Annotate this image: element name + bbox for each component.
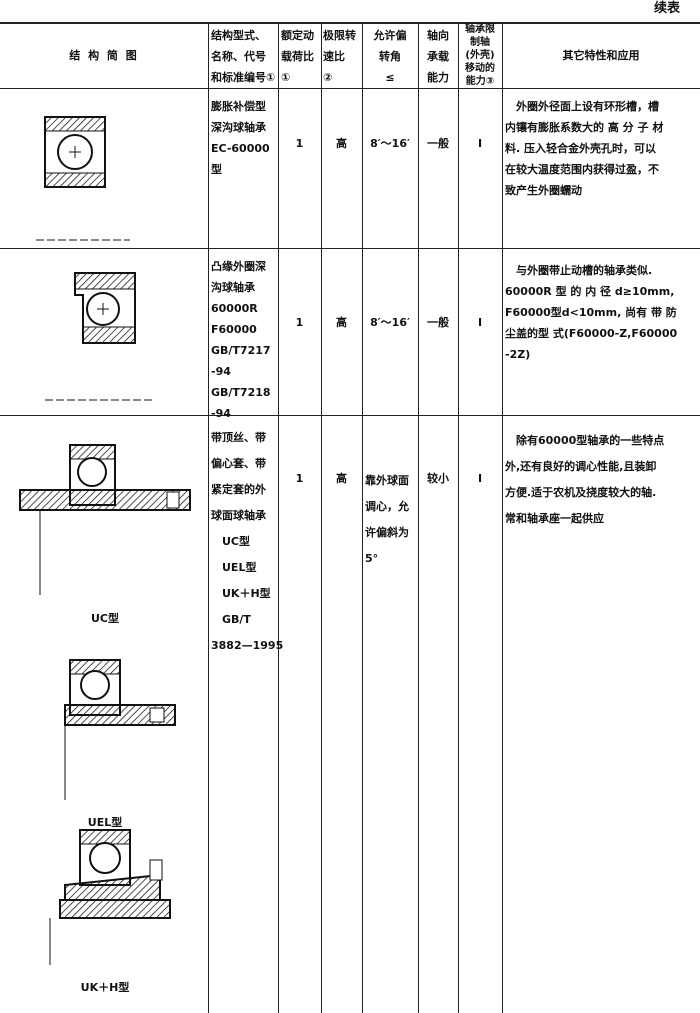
- row3-features: 除有60000型轴承的一些特点外,还有良好的调心性能,且装卸方便.适于农机及挠度…: [505, 434, 665, 525]
- ec-bearing-diagram: [35, 116, 130, 241]
- col-divider: [362, 22, 363, 1013]
- row-rule: [0, 415, 700, 416]
- row3-axial: 较小: [427, 472, 449, 485]
- col-divider: [208, 22, 209, 1013]
- row1-load: 1: [295, 137, 304, 150]
- uc-label: UC型: [90, 612, 119, 625]
- ukh-bearing-diagram: [49, 829, 171, 965]
- uel-bearing-diagram: [64, 659, 176, 800]
- header-angle: 允许偏转角≤: [373, 29, 407, 84]
- header-rule: [0, 88, 700, 89]
- col-divider: [321, 22, 322, 1013]
- table-top-rule: [0, 22, 700, 24]
- ukh-label: UK＋H型: [80, 981, 130, 994]
- col-divider: [278, 22, 279, 1013]
- row3-load: 1: [295, 472, 304, 485]
- row2-load: 1: [295, 316, 304, 329]
- row1-axial: 一般: [427, 137, 449, 150]
- col-divider: [502, 22, 503, 1013]
- col-divider: [418, 22, 419, 1013]
- insert-bearing-diagrams: [19, 444, 191, 965]
- row2-features: 与外圈带止动槽的轴承类似.60000R 型 的 内 径 d≥10mm,F6000…: [505, 264, 678, 361]
- flanged-bearing-diagram: [45, 272, 155, 401]
- header-limit: 轴承限制轴(外壳)移动的能力③: [465, 24, 495, 87]
- row1-limit: I: [477, 137, 483, 150]
- uc-bearing-diagram: [19, 444, 191, 595]
- header-type: 结构型式、名称、代号和标准编号①: [211, 29, 276, 84]
- col-divider: [458, 22, 459, 1013]
- header-diagram: 结 构 简 图: [69, 49, 139, 62]
- continued-title: 续表: [653, 1, 680, 16]
- row1-features: 外圈外径面上设有环形槽，槽内镶有膨胀系数大的 高 分 子 材料. 压入轻合金外壳…: [505, 100, 664, 197]
- uel-label: UEL型: [87, 816, 123, 829]
- header-axial: 轴向承载能力: [427, 29, 449, 84]
- row-rule: [0, 248, 700, 249]
- header-features: 其它特性和应用: [562, 49, 640, 62]
- row3-type: 带顶丝、带偏心套、带紧定套的外球面球轴承 UC型 UEL型 UK＋H型 GB/T…: [211, 431, 284, 652]
- row3-limit: I: [477, 472, 483, 485]
- row1-speed: 高: [336, 137, 347, 150]
- row3-speed: 高: [336, 472, 347, 485]
- row2-limit: I: [477, 316, 483, 329]
- row2-speed: 高: [336, 316, 347, 329]
- row2-axial: 一般: [427, 316, 449, 329]
- row1-angle: 8′～16′: [370, 137, 410, 150]
- row2-angle: 8′～16′: [370, 316, 410, 329]
